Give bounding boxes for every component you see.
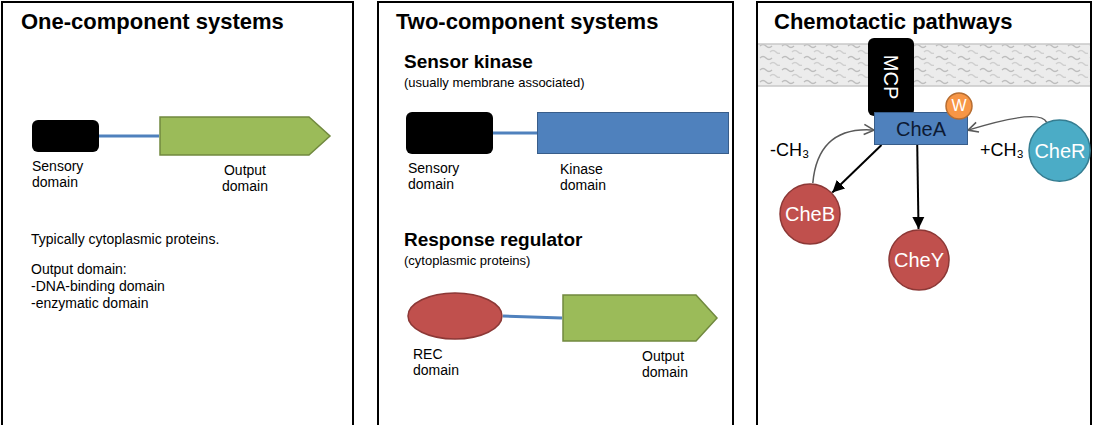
output-arrow: Output domain [159, 116, 331, 156]
domain-box: Sensory domain [406, 112, 493, 154]
arrow-shape [160, 117, 330, 155]
edge-label: +CH₃ [978, 140, 1026, 161]
shape-outline [159, 116, 331, 156]
panel-text: Output domain: [31, 261, 127, 277]
panel-text: (cytoplasmic proteins) [404, 254, 530, 269]
protein-circle: W [945, 92, 973, 120]
panel-box: Two-component systemsSensor kinase (usual… [377, 1, 734, 425]
protein-circle: CheR [1028, 119, 1091, 182]
arrow-shape [563, 295, 717, 341]
protein-circle: CheY [888, 229, 950, 291]
protein-label: CheR [1034, 141, 1085, 161]
domain-box: Kinase domain [537, 112, 729, 154]
signal-arrow [917, 145, 918, 229]
panel-text: -enzymatic domain [31, 295, 149, 311]
panel-title: Chemotactic pathways [774, 9, 1012, 34]
panel-text: (usually membrane associated) [404, 76, 585, 91]
shape-outline [407, 292, 503, 340]
domain-linker [503, 316, 562, 318]
panel-text: Response regulator [404, 229, 582, 251]
signal-arrow [968, 117, 1047, 130]
protein-label: W [951, 98, 966, 114]
domain-label: Sensory domain [32, 158, 102, 190]
domain-box: Sensory domain [32, 120, 99, 152]
protein-label: CheY [894, 250, 944, 270]
circle-shape [1029, 120, 1090, 181]
output-arrow: Output domain [562, 294, 718, 342]
panel-box: Chemotactic pathwaysMCP CheA W CheB CheY CheR [756, 1, 1092, 425]
domain-linker [99, 135, 159, 138]
panel-text: Sensor kinase [404, 51, 533, 73]
panel-title: Two-component systems [396, 9, 658, 34]
membrane-edge [758, 85, 1092, 87]
panel-text: Typically cytoplasmic proteins. [31, 231, 219, 247]
panel-title: One-component systems [21, 9, 284, 34]
panel-box: One-component systemsTypically cytoplasm… [1, 1, 354, 425]
circle-shape [946, 93, 972, 119]
ellipse-shape [408, 293, 502, 339]
domain-label: Sensory domain [408, 160, 478, 192]
signal-arrow [813, 130, 874, 183]
domain-linker [493, 132, 537, 135]
shape-outline [562, 294, 718, 342]
protein-circle: CheB [779, 183, 841, 245]
membrane-band [758, 44, 1092, 86]
protein-label: CheA [896, 119, 946, 139]
domain-label: REC domain [413, 346, 473, 378]
membrane-edge [758, 43, 1092, 45]
domain-ellipse: REC domain [407, 292, 503, 340]
edge-label: -CH₃ [768, 140, 811, 161]
domain-label: Kinase domain [560, 161, 626, 193]
membrane-lipids [758, 44, 1092, 86]
circle-shape [889, 230, 949, 290]
domain-box: MCP [868, 38, 914, 116]
signal-arrow [832, 145, 881, 192]
cell-membrane [758, 42, 1092, 90]
domain-label: Output domain [642, 348, 708, 380]
protein-label: CheB [785, 204, 835, 224]
circle-shape [780, 184, 840, 244]
protein-label: MCP [881, 55, 901, 99]
domain-label: Output domain [200, 162, 290, 194]
panel-text: -DNA-binding domain [31, 278, 165, 294]
